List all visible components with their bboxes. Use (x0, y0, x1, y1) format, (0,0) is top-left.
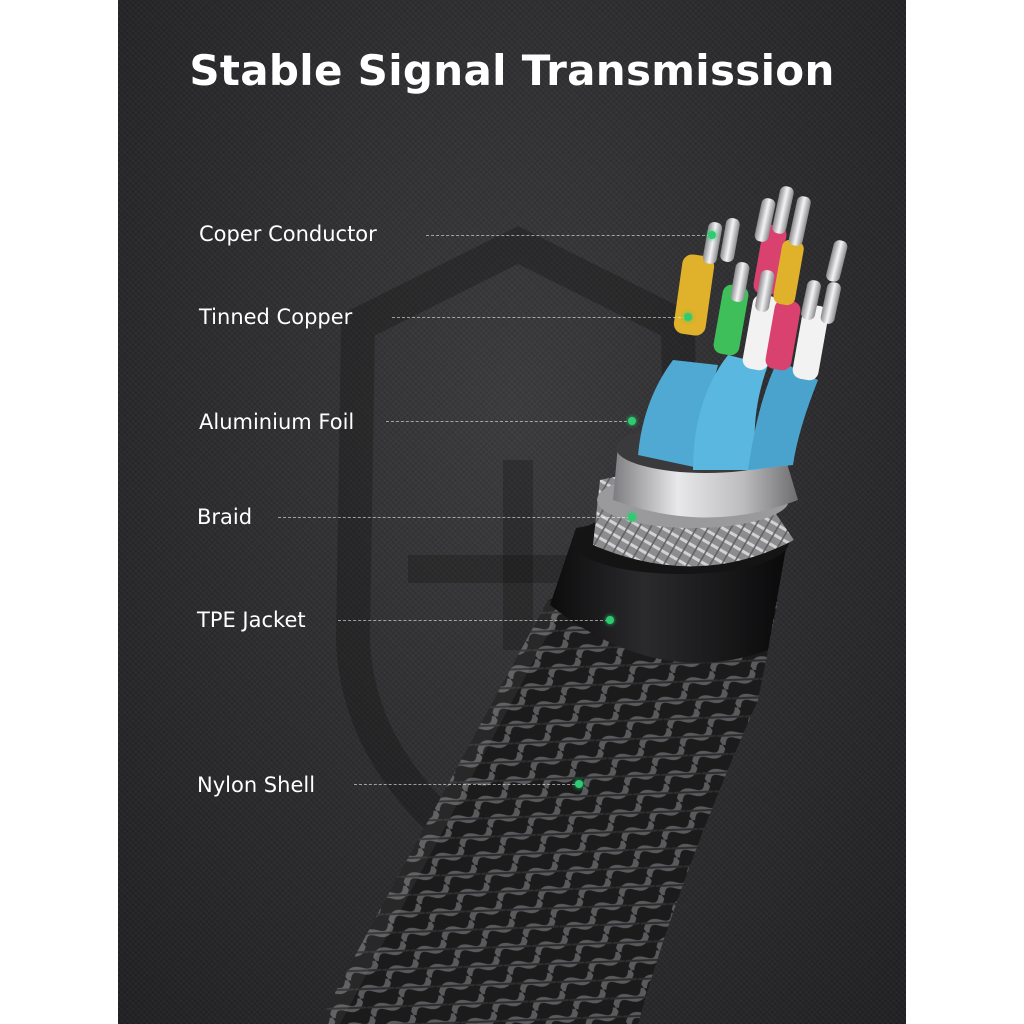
leader-line (386, 421, 632, 422)
label-braid: Braid (197, 505, 253, 529)
label-coper-conductor: Coper Conductor (199, 222, 377, 246)
page-title: Stable Signal Transmission (189, 46, 835, 95)
leader-line (392, 317, 686, 318)
marker-dot-icon (684, 313, 692, 321)
cable-illustration (318, 186, 848, 1024)
marker-dot-icon (575, 780, 583, 788)
label-nylon-shell: Nylon Shell (197, 773, 316, 797)
label-tpe-jacket: TPE Jacket (197, 608, 306, 632)
leader-line (426, 235, 710, 236)
label-aluminium-foil: Aluminium Foil (199, 410, 355, 434)
leader-line (278, 517, 630, 518)
leader-line (338, 620, 608, 621)
label-tinned-copper: Tinned Copper (199, 305, 353, 329)
leader-line (354, 784, 580, 785)
marker-dot-icon (606, 616, 614, 624)
marker-dot-icon (628, 513, 636, 521)
marker-dot-icon (708, 231, 716, 239)
product-panel: Stable Signal Transmission Coper Conduct… (118, 0, 906, 1024)
marker-dot-icon (628, 417, 636, 425)
